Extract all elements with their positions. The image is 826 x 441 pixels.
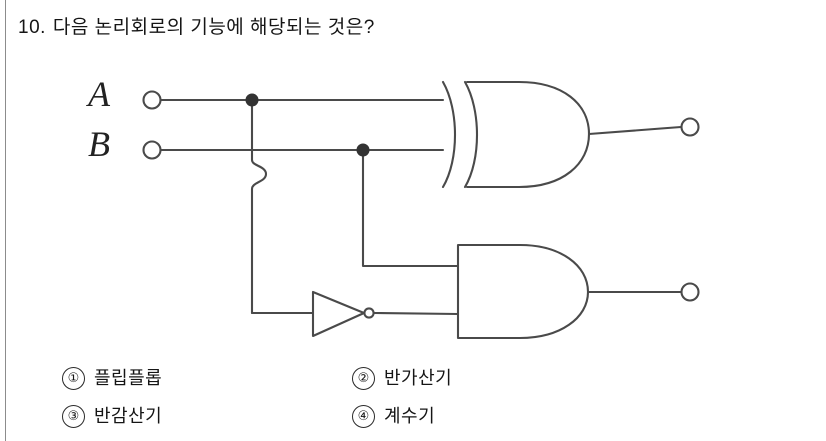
choice-label-3: 반감산기 bbox=[94, 406, 163, 426]
answer-choice-2[interactable]: ② 반가산기 bbox=[352, 364, 452, 390]
page-left-border bbox=[5, 0, 6, 441]
output-terminal-sum[interactable] bbox=[680, 117, 700, 137]
choice-label-1: 플립플롭 bbox=[94, 368, 163, 388]
and-gate bbox=[456, 243, 590, 340]
xor-gate bbox=[441, 80, 591, 189]
junction-a bbox=[245, 93, 259, 107]
circuit-svg bbox=[142, 80, 700, 340]
wire-xor-output bbox=[587, 125, 683, 136]
answer-choice-3[interactable]: ③ 반감산기 bbox=[62, 402, 162, 428]
input-terminal-b[interactable] bbox=[142, 140, 162, 160]
answer-choice-4[interactable]: ④ 계수기 bbox=[352, 402, 435, 428]
answer-choice-1[interactable]: ① 플립플롭 bbox=[62, 364, 162, 390]
choice-marker-3: ③ bbox=[62, 405, 85, 428]
wire-not-to-and bbox=[372, 311, 460, 316]
xor-gate-body bbox=[465, 80, 591, 189]
choice-marker-2: ② bbox=[352, 367, 375, 390]
not-gate-triangle bbox=[311, 290, 366, 338]
choice-marker-4: ④ bbox=[352, 405, 375, 428]
circuit-diagram: A B bbox=[0, 46, 826, 346]
wire-b-to-and bbox=[361, 150, 460, 268]
xor-gate-back-arc bbox=[463, 80, 478, 189]
choice-label-4: 계수기 bbox=[384, 406, 436, 426]
not-gate bbox=[311, 290, 375, 338]
output-terminal-borrow[interactable] bbox=[680, 282, 700, 302]
question-number: 10. bbox=[18, 17, 46, 38]
choice-marker-1: ① bbox=[62, 367, 85, 390]
input-label-b: B bbox=[88, 124, 110, 164]
answer-choices: ① 플립플롭 ② 반가산기 ③ 반감산기 ④ 계수기 bbox=[0, 360, 826, 440]
input-terminal-a[interactable] bbox=[142, 90, 162, 110]
xor-gate-outer-arc bbox=[441, 80, 456, 189]
not-gate-bubble bbox=[363, 307, 375, 319]
and-gate-body bbox=[456, 243, 590, 340]
question-text: 다음 논리회로의 기능에 해당되는 것은? bbox=[52, 17, 375, 38]
choice-label-2: 반가산기 bbox=[384, 368, 453, 388]
wire-a-branch bbox=[250, 100, 268, 315]
input-label-a: A bbox=[88, 74, 110, 114]
junction-b bbox=[356, 143, 370, 157]
question-line: 10. 다음 논리회로의 기능에 해당되는 것은? bbox=[18, 12, 375, 39]
